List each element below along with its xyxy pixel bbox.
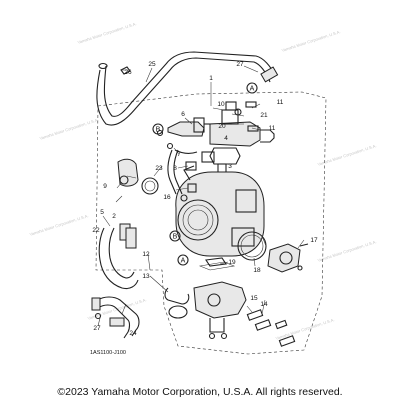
callout-2: 2 bbox=[112, 213, 116, 220]
ref-a-bottom: A bbox=[181, 258, 186, 265]
callout-24: 24 bbox=[129, 330, 137, 337]
watermark: Yamaha Motor Corporation, U.S.A. bbox=[29, 213, 89, 237]
callout-12: 12 bbox=[142, 251, 150, 258]
watermark: Yamaha Motor Corporation, U.S.A. bbox=[317, 239, 377, 263]
callout-1: 1 bbox=[209, 75, 213, 82]
lower-hose bbox=[91, 296, 140, 339]
callout-11-top: 11 bbox=[277, 99, 284, 106]
callout-13: 13 bbox=[142, 273, 150, 280]
callout-20: 20 bbox=[218, 123, 226, 130]
callout-16: 16 bbox=[163, 194, 171, 201]
callout-8: 8 bbox=[173, 165, 177, 172]
callout-18: 18 bbox=[253, 267, 261, 274]
callout-7: 7 bbox=[177, 151, 181, 158]
sensor-bracket-group bbox=[156, 117, 218, 154]
callout-27-top: 27 bbox=[236, 61, 244, 68]
callout-9: 9 bbox=[103, 183, 107, 190]
callout-10: 10 bbox=[217, 101, 225, 108]
ref-b-mid: B bbox=[173, 234, 178, 241]
callout-27-bottom: 27 bbox=[93, 325, 101, 332]
callout-22: 22 bbox=[92, 227, 100, 234]
callout-6: 6 bbox=[181, 111, 185, 118]
callout-25: 25 bbox=[148, 61, 156, 68]
callout-5: 5 bbox=[100, 209, 104, 216]
watermark: Yamaha Motor Corporation, U.S.A. bbox=[281, 29, 341, 53]
callout-19: 19 bbox=[228, 259, 236, 266]
callout-21: 21 bbox=[260, 112, 268, 119]
coolant-hose bbox=[98, 223, 139, 290]
assembly-boundary bbox=[95, 91, 327, 355]
breather-hose bbox=[96, 51, 279, 126]
watermark: Yamaha Motor Corporation, U.S.A. bbox=[77, 21, 137, 45]
callout-numbers: 1 2 3 4 5 6 7 8 9 10 11 11 12 13 14 15 1… bbox=[92, 61, 318, 337]
watermark: Yamaha Motor Corporation, U.S.A. bbox=[39, 117, 99, 141]
callout-11-bottom: 11 bbox=[269, 125, 276, 132]
callout-15: 15 bbox=[250, 295, 258, 302]
callout-3: 3 bbox=[228, 163, 232, 170]
copyright-notice: ©2023 Yamaha Motor Corporation, U.S.A. A… bbox=[57, 386, 343, 398]
callout-14: 14 bbox=[260, 301, 268, 308]
watermark: Yamaha Motor Corporation, U.S.A. bbox=[317, 143, 377, 167]
right-bolts bbox=[234, 101, 296, 347]
ref-a-top: A bbox=[250, 86, 255, 93]
ref-markers: A A B B bbox=[152, 82, 258, 266]
callout-26: 26 bbox=[124, 69, 132, 76]
diagram-code: 1AS1100-J100 bbox=[90, 350, 126, 356]
leader-lines bbox=[97, 65, 305, 327]
callout-17: 17 bbox=[310, 237, 318, 244]
callout-23: 23 bbox=[155, 165, 163, 172]
throttle-body bbox=[175, 165, 265, 257]
callout-4: 4 bbox=[224, 135, 228, 142]
intake-joint bbox=[164, 257, 247, 340]
ref-b-top: B bbox=[156, 127, 161, 134]
